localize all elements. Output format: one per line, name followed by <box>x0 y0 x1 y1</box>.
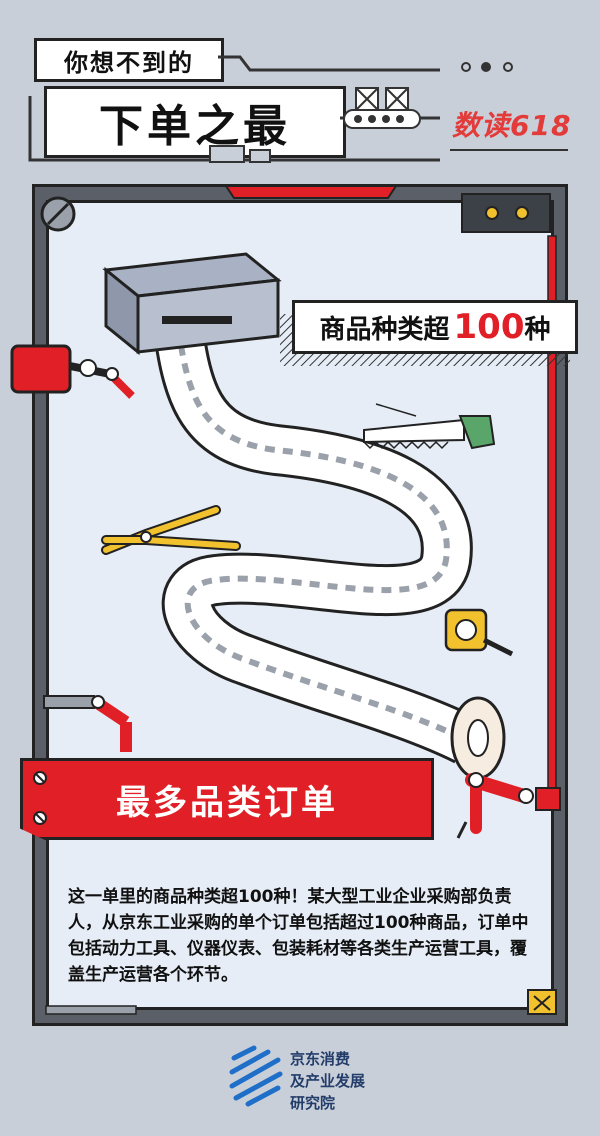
header-subtitle: 你想不到的 <box>34 38 224 82</box>
saw-icon <box>363 415 496 450</box>
header-decor <box>28 55 568 163</box>
screw-icon <box>40 196 76 232</box>
page-title: 下单之最 <box>44 86 346 158</box>
callout-prefix: 商品种类超 <box>319 314 450 345</box>
banner-screws <box>33 771 47 825</box>
robot-arm-icon <box>10 344 135 399</box>
institute-name: 京东消费 及产业发展 研究院 <box>290 1048 365 1114</box>
robot-arm-left-icon <box>43 695 132 752</box>
tape-measure-icon <box>444 608 514 657</box>
institute-name-line1: 京东消费 <box>290 1050 351 1068</box>
description-text: 这一单里的商品种类超100种！某大型工业企业采购部负责人，从京东工业采购的单个订… <box>68 887 529 985</box>
receipt-illustration <box>101 252 514 780</box>
callout-suffix: 种 <box>524 314 551 345</box>
institute-name-line3: 研究院 <box>290 1094 336 1112</box>
institute-name-line2: 及产业发展 <box>290 1072 366 1090</box>
brand-logo: 数读618 <box>452 109 572 142</box>
callout-number: 100 <box>453 307 525 347</box>
pliers-icon <box>101 505 241 555</box>
frame-decor <box>40 185 557 1015</box>
printer-icon <box>102 252 282 356</box>
banner-bg <box>20 758 434 840</box>
gear-bolt-icon <box>456 772 561 839</box>
institute-logo-icon <box>229 1045 283 1107</box>
conveyor-boxes-icon <box>343 87 421 129</box>
banner-title: 最多品类订单 <box>116 782 338 823</box>
warning-icon <box>527 989 557 1015</box>
category-callout: 商品种类超 100 种 <box>292 300 578 354</box>
